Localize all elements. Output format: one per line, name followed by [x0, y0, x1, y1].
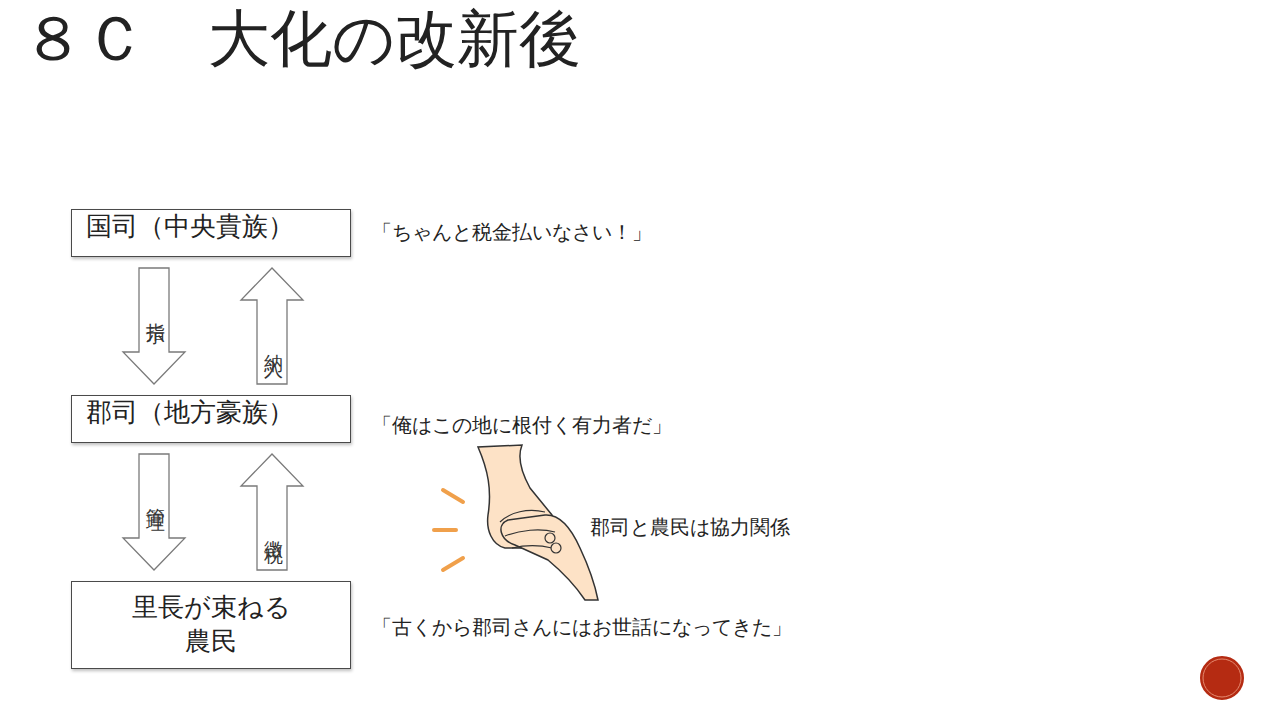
process-box: 国司（中央貴族）: [71, 209, 351, 257]
emphasis-dash: [443, 490, 463, 502]
arrow-label: 管理: [147, 493, 166, 503]
box-text: 郡司（地方豪族）: [86, 396, 294, 430]
arrow-label: 納入: [265, 339, 284, 349]
lower-arm: [501, 515, 598, 600]
block-arrow: [123, 454, 185, 570]
slide-title: ８Ｃ 大化の改新後: [22, 8, 581, 70]
badge-ring: [1203, 659, 1241, 697]
note-text: 郡司と農民は協力関係: [590, 515, 790, 539]
speech-text: 「古くから郡司さんにはお世話になってきた」: [372, 615, 792, 639]
slide-badge: [1199, 655, 1245, 701]
speech-text: 「ちゃんと税金払いなさい！」: [372, 220, 652, 244]
knuckle: [545, 533, 555, 543]
process-box: 郡司（地方豪族）: [71, 395, 351, 443]
arrow-label: 徴税: [265, 525, 284, 535]
block-arrow: [241, 268, 303, 384]
block-arrow: [123, 268, 185, 384]
box-text: 里長が束ねる 農民: [126, 591, 296, 659]
box-text: 国司（中央貴族）: [86, 210, 294, 244]
badge-circle: [1199, 655, 1245, 701]
knuckle: [551, 543, 561, 553]
process-box: 里長が束ねる 農民: [71, 581, 351, 669]
emphasis-dash: [443, 558, 463, 570]
handshake-illustration: [434, 445, 598, 600]
finger-lines: [500, 510, 555, 548]
emphasis-dash: [434, 528, 456, 532]
arrow-label: 指示: [147, 307, 166, 317]
speech-text: 「俺はこの地に根付く有力者だ」: [372, 413, 672, 437]
block-arrow: [241, 454, 303, 570]
